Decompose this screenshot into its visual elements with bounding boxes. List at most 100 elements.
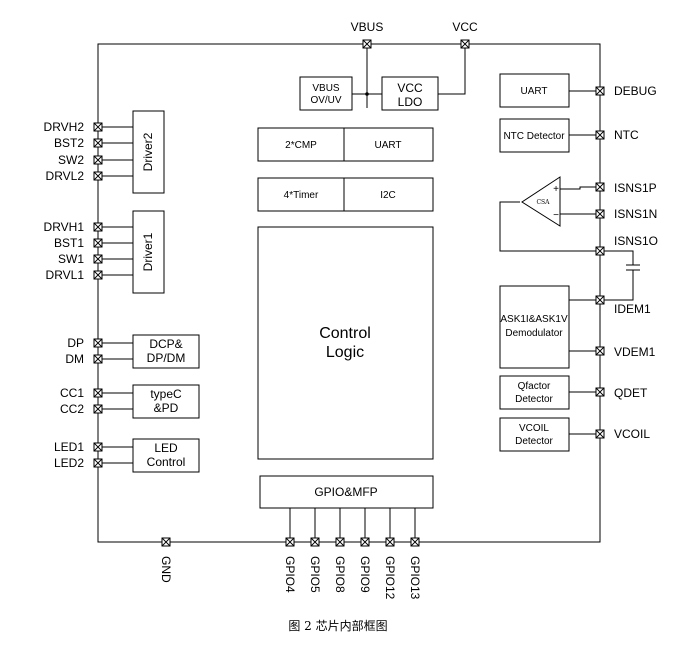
svg-text:+: + — [553, 184, 559, 195]
figure-caption: 图 2 芯片内部框图 — [288, 618, 387, 633]
cmp-label: 2*CMP — [285, 140, 317, 151]
uart-right-label: UART — [520, 86, 547, 97]
pin-label-drvh2: DRVH2 — [44, 120, 85, 134]
gpio4-pin-marker — [285, 537, 295, 547]
gpio9-pin-marker — [360, 537, 370, 547]
dcp-block: DCP& DP/DM — [132, 334, 200, 369]
vbus-ovuv-block: VBUS OV/UV — [299, 76, 353, 111]
led-control-block: LED Control — [132, 438, 200, 473]
i2c-label: I2C — [380, 190, 396, 201]
ntc-detector-label: NTC Detector — [503, 131, 565, 142]
dp-pin-marker — [93, 338, 103, 348]
qfactor-line1: Qfactor — [518, 381, 551, 392]
vcoil-line1: VCOIL — [519, 423, 549, 434]
timer-i2c-block: 4*Timer I2C — [257, 177, 434, 212]
pin-label-ntc: NTC — [614, 128, 639, 142]
dcp-line2: DP/DM — [147, 351, 186, 365]
cc2-pin-marker — [93, 404, 103, 414]
pin-label-sw1: SW1 — [58, 252, 84, 266]
csa-label: CSA — [536, 199, 550, 206]
gpio12-pin-marker — [385, 537, 395, 547]
idem1-pin-marker — [595, 295, 605, 305]
drvl2-pin-marker — [93, 171, 103, 181]
chip-outline — [97, 43, 601, 543]
pin-label-cc2: CC2 — [60, 402, 84, 416]
led2-pin-marker — [93, 458, 103, 468]
gpio5-pin-marker — [310, 537, 320, 547]
qfactor-detector-block: Qfactor Detector — [499, 375, 570, 410]
wiring — [98, 44, 640, 542]
pin-label-drvh1: DRVH1 — [44, 220, 85, 234]
ask-demodulator-block: ASK1I&ASK1V Demodulator — [499, 285, 570, 369]
vcc-ldo-line2: LDO — [398, 95, 423, 109]
typec-block: typeC &PD — [132, 384, 200, 419]
pin-label-gpio9: GPIO9 — [358, 556, 372, 593]
timer-label: 4*Timer — [284, 190, 319, 201]
pin-label-drvl2: DRVL2 — [46, 169, 85, 183]
ntc-detector-block: NTC Detector — [499, 118, 570, 153]
driver1-label: Driver1 — [141, 232, 155, 271]
vcc-ldo-block: VCC LDO — [381, 76, 439, 111]
vbus-ovuv-line1: VBUS — [312, 83, 340, 94]
pin-label-debug: DEBUG — [614, 84, 657, 98]
bst2-pin-marker — [93, 138, 103, 148]
pin-label-vcc: VCC — [452, 20, 478, 34]
vcc-ldo-line1: VCC — [397, 81, 423, 95]
cmp-uart-block: 2*CMP UART — [257, 127, 434, 162]
pin-label-dm: DM — [65, 352, 84, 366]
pin-label-vcoil: VCOIL — [614, 427, 650, 441]
pin-label-isns1n: ISNS1N — [614, 207, 657, 221]
led-line1: LED — [154, 441, 178, 455]
uart-right-block: UART — [499, 73, 570, 108]
led-line2: Control — [147, 455, 186, 469]
gnd-pin-marker — [161, 537, 171, 547]
control-line2: Logic — [326, 344, 364, 361]
dcp-line1: DCP& — [149, 337, 182, 351]
led1-pin-marker — [93, 442, 103, 452]
bst1-pin-marker — [93, 238, 103, 248]
pin-label-drvl1: DRVL1 — [46, 268, 85, 282]
dm-pin-marker — [93, 354, 103, 364]
pin-label-led2: LED2 — [54, 456, 84, 470]
sw1-pin-marker — [93, 254, 103, 264]
vcoil-detector-block: VCOIL Detector — [499, 417, 570, 452]
pin-label-gpio4: GPIO4 — [283, 556, 297, 593]
driver2-block: Driver2 — [132, 110, 165, 194]
debug-pin-marker — [595, 86, 605, 96]
gpio-mfp-block: GPIO&MFP — [259, 475, 434, 509]
pin-label-led1: LED1 — [54, 440, 84, 454]
gpio-mfp-label: GPIO&MFP — [314, 485, 377, 499]
cc1-pin-marker — [93, 388, 103, 398]
qfactor-line2: Detector — [515, 394, 553, 405]
pin-label-isns1p: ISNS1P — [614, 181, 657, 195]
ntc-pin-marker — [595, 130, 605, 140]
csa-amplifier: + − CSA — [521, 176, 561, 227]
gpio8-pin-marker — [335, 537, 345, 547]
uart-mid-label: UART — [374, 140, 401, 151]
pin-label-dp: DP — [67, 336, 84, 350]
drvh2-pin-marker — [93, 122, 103, 132]
ask-line1: ASK1I&ASK1V — [500, 314, 568, 325]
vdem1-pin-marker — [595, 346, 605, 356]
pin-label-gpio12: GPIO12 — [383, 556, 397, 600]
pins — [93, 39, 605, 547]
drvl1-pin-marker — [93, 270, 103, 280]
drvh1-pin-marker — [93, 222, 103, 232]
sw2-pin-marker — [93, 155, 103, 165]
isns1p-pin-marker — [595, 182, 605, 192]
pin-label-gpio13: GPIO13 — [408, 556, 422, 600]
driver1-block: Driver1 — [132, 210, 165, 294]
svg-text:−: − — [553, 210, 559, 221]
pin-label-sw2: SW2 — [58, 153, 84, 167]
pin-label-vdem1: VDEM1 — [614, 345, 656, 359]
pin-label-bst1: BST1 — [54, 236, 84, 250]
pin-label-qdet: QDET — [614, 386, 648, 400]
pin-label-gnd: GND — [159, 556, 173, 583]
vcoil-pin-marker — [595, 429, 605, 439]
typec-line2: &PD — [154, 401, 179, 415]
pin-label-cc1: CC1 — [60, 386, 84, 400]
qdet-pin-marker — [595, 387, 605, 397]
gpio13-pin-marker — [410, 537, 420, 547]
vbus-pin-marker — [362, 39, 372, 49]
